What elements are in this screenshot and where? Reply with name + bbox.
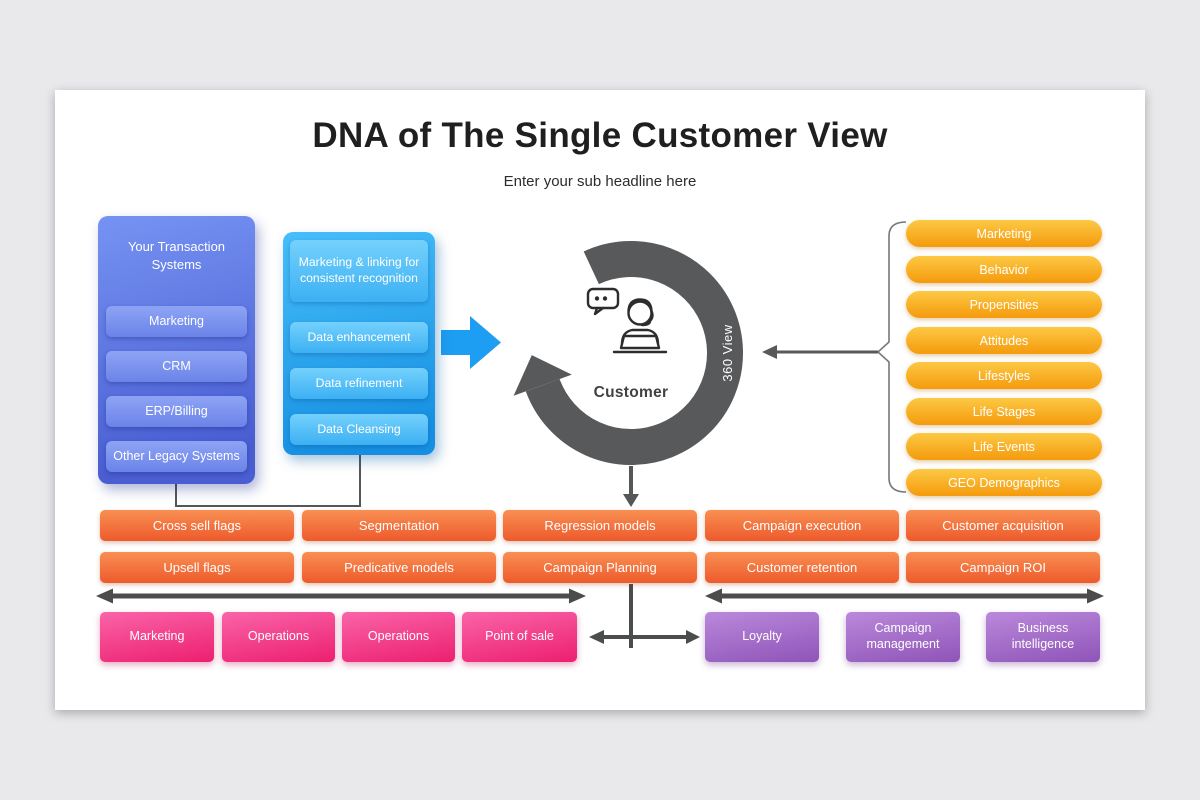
data-quality-item-refinement: Data refinement (290, 368, 428, 399)
transaction-systems-panel: Your Transaction Systems Marketing CRM E… (98, 216, 255, 484)
analytics-campaign-planning: Campaign Planning (503, 552, 697, 583)
transaction-item-crm: CRM (106, 351, 247, 382)
customer-label: Customer (593, 384, 669, 401)
data-quality-item-cleansing: Data Cleansing (290, 414, 428, 445)
analytics-cross-sell-flags: Cross sell flags (100, 510, 294, 541)
data-quality-panel: Marketing & linking for consistent recog… (283, 232, 435, 455)
analytics-upsell-flags: Upsell flags (100, 552, 294, 583)
page-subtitle: Enter your sub headline here (503, 173, 697, 190)
ring-360-view-label: 360 View (720, 324, 735, 382)
touchpoint-point-of-sale: Point of sale (462, 612, 577, 662)
attribute-pill-behavior: Behavior (906, 256, 1102, 283)
transaction-item-erp-billing: ERP/Billing (106, 396, 247, 427)
attribute-pill-life-stages: Life Stages (906, 398, 1102, 425)
analytics-predicative-models: Predicative models (302, 552, 496, 583)
touchpoint-business-intelligence: Business intelligence (986, 612, 1100, 662)
touchpoint-operations-2: Operations (342, 612, 455, 662)
touchpoint-operations-1: Operations (222, 612, 335, 662)
data-quality-item-enhancement: Data enhancement (290, 322, 428, 353)
touchpoint-loyalty: Loyalty (705, 612, 819, 662)
analytics-campaign-roi: Campaign ROI (906, 552, 1100, 583)
attribute-pill-geo-demographics: GEO Demographics (906, 469, 1102, 496)
analytics-campaign-execution: Campaign execution (705, 510, 899, 541)
analytics-customer-acquisition: Customer acquisition (906, 510, 1100, 541)
page-title: DNA of The Single Customer View (312, 116, 888, 155)
attribute-pill-lifestyles: Lifestyles (906, 362, 1102, 389)
attribute-pill-attitudes: Attitudes (906, 327, 1102, 354)
transaction-item-marketing: Marketing (106, 306, 247, 337)
analytics-segmentation: Segmentation (302, 510, 496, 541)
attribute-pill-propensities: Propensities (906, 291, 1102, 318)
attribute-pill-life-events: Life Events (906, 433, 1102, 460)
attribute-pill-marketing: Marketing (906, 220, 1102, 247)
touchpoint-campaign-management: Campaign management (846, 612, 960, 662)
transaction-item-legacy: Other Legacy Systems (106, 441, 247, 472)
customer-icon (584, 286, 684, 366)
touchpoint-marketing: Marketing (100, 612, 214, 662)
analytics-customer-retention: Customer retention (705, 552, 899, 583)
analytics-regression-models: Regression models (503, 510, 697, 541)
data-quality-item-linking: Marketing & linking for consistent recog… (290, 240, 428, 302)
transaction-systems-title: Your Transaction Systems (127, 239, 226, 273)
